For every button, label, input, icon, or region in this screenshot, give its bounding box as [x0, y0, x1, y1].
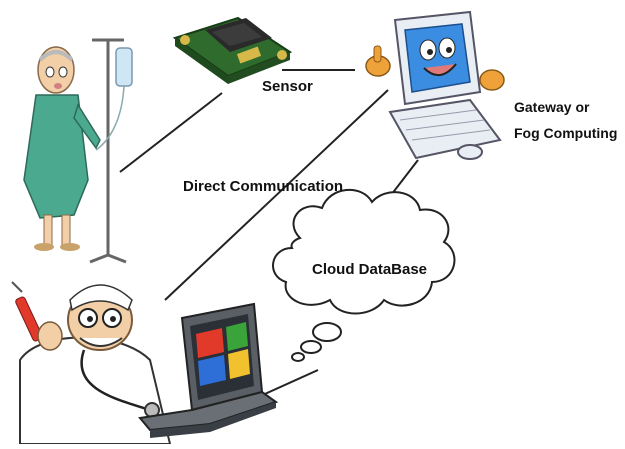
cloud-database-label: Cloud DataBase: [312, 261, 428, 278]
gateway-label-line1: Gateway or: [514, 99, 590, 115]
gateway-label-line2: Fog Computing: [514, 125, 618, 141]
connector-lines: [119, 69, 419, 399]
sensor-board-icon: [172, 16, 293, 84]
windows-logo-icon: [196, 322, 250, 386]
line-gateway-doctor: [164, 89, 389, 301]
laptop-icon: [138, 302, 279, 438]
line-laptop-cloud: [255, 369, 319, 399]
patient-with-iv-drip-icon: [23, 38, 133, 264]
sensor-label: Sensor: [262, 78, 313, 95]
gateway-label: Gateway or Fog Computing: [514, 94, 617, 146]
direct-communication-label: Direct Communication: [183, 178, 344, 195]
line-patient-sensor: [119, 92, 223, 173]
computer-mascot-icon: [365, 10, 505, 160]
cloud-icon: [272, 188, 456, 362]
